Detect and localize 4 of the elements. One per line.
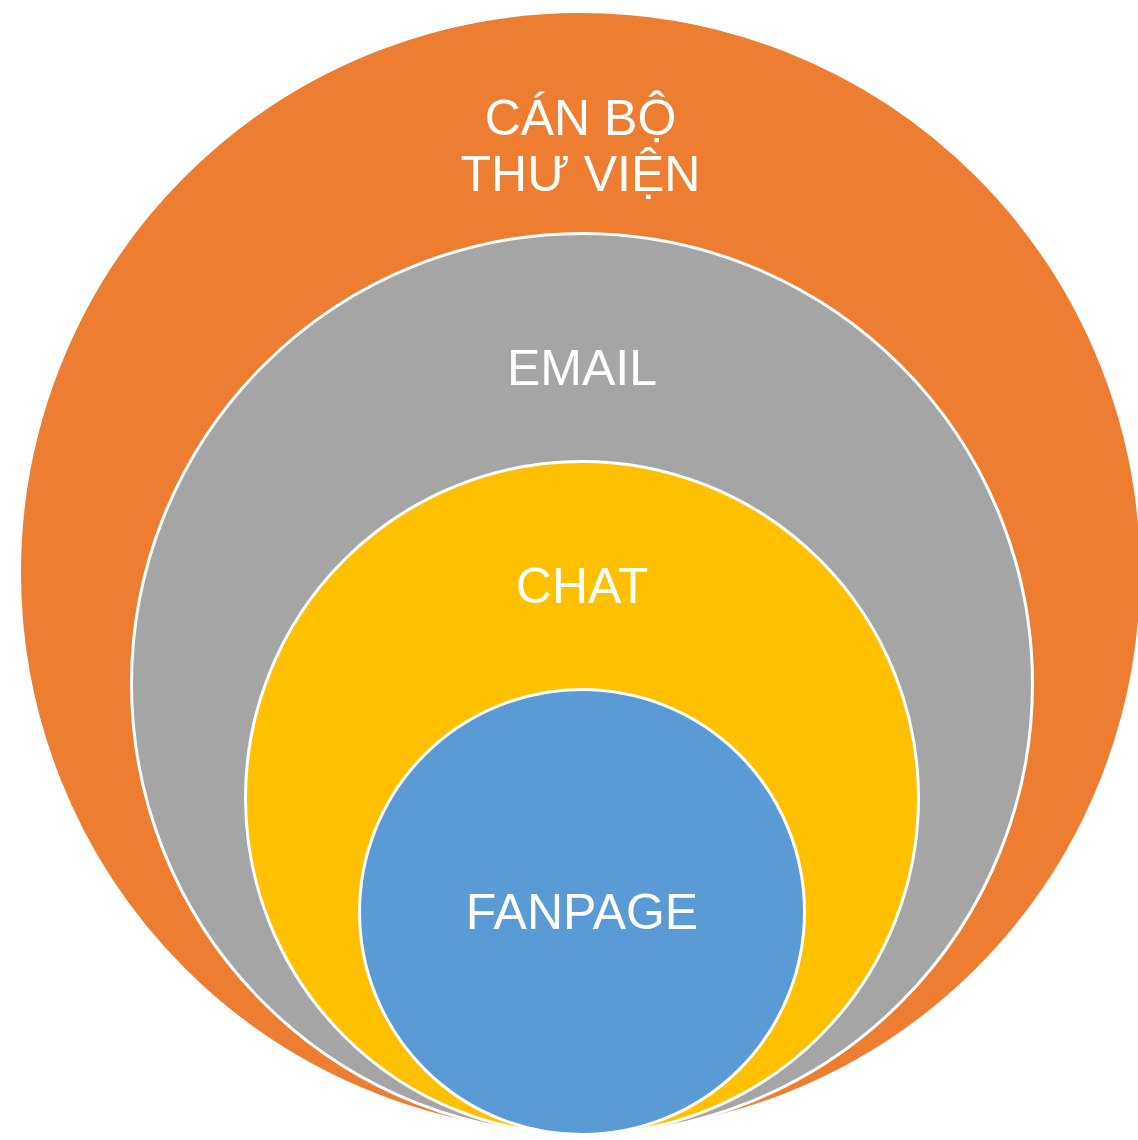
circle-label: EMAIL: [505, 340, 659, 396]
circle-label: FANPAGE: [464, 884, 700, 940]
circle-label: CHAT: [514, 558, 650, 614]
circle-label: CÁN BỘ THƯ VIỆN: [459, 90, 702, 202]
